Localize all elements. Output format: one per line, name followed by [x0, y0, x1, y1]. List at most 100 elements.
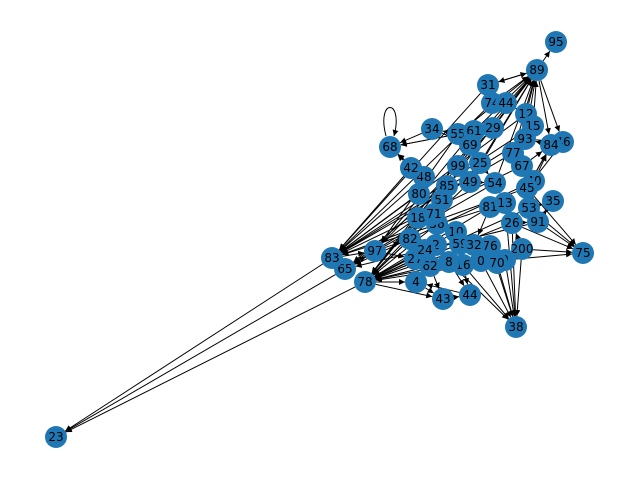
node-label: 76 [482, 239, 497, 253]
graph-node: 91 [527, 211, 549, 233]
node-label: 43 [435, 292, 450, 306]
node-label: 53 [521, 201, 536, 215]
node-circle [379, 136, 401, 158]
node-label: 31 [480, 78, 495, 92]
graph-edge [339, 183, 417, 252]
node-label: 18 [410, 211, 425, 225]
node-circle [482, 117, 504, 139]
node-label: 62 [422, 259, 437, 273]
graph-edge [442, 129, 450, 136]
node-circle [511, 238, 533, 260]
node-circle [463, 234, 485, 256]
node-circle [495, 92, 517, 114]
node-circle [486, 252, 508, 274]
graph-node: 42 [400, 157, 422, 179]
graph-edge [477, 216, 487, 236]
graph-edge [469, 273, 510, 319]
graph-edge [372, 246, 403, 275]
self-loop-edge [383, 107, 399, 137]
graph-edge [463, 149, 470, 157]
graph-edge [385, 241, 400, 248]
graph-edge [340, 131, 525, 253]
node-label: 83 [324, 251, 339, 265]
node-label: 80 [411, 187, 426, 201]
graph-edge [535, 139, 543, 146]
node-label: 24 [417, 243, 432, 257]
node-label: 200 [511, 242, 534, 256]
graph-edge [506, 270, 517, 317]
node-circle [527, 211, 549, 233]
graph-edge [354, 256, 366, 264]
node-circle [572, 242, 594, 264]
graph-edge [543, 206, 551, 214]
graph-node: 32 [463, 234, 485, 256]
graph-node: 43 [432, 288, 454, 310]
node-circle [494, 192, 516, 214]
node-label: 55 [450, 127, 465, 141]
graph-edge [385, 252, 405, 259]
graph-node: 49 [459, 171, 481, 193]
graph-edge [452, 294, 460, 301]
node-circle [511, 155, 533, 177]
graph-edge [65, 286, 356, 433]
node-label: 68 [382, 140, 397, 154]
node-circle [364, 240, 386, 262]
node-circle [459, 171, 481, 193]
node-label: 97 [367, 244, 382, 258]
graph-node: 71 [423, 203, 445, 225]
graph-edge [530, 151, 543, 160]
graph-node: 45 [516, 177, 538, 199]
node-circle [469, 152, 491, 174]
node-label: 84 [543, 138, 558, 152]
graph-node: 23 [45, 426, 67, 448]
graph-edge [65, 274, 336, 432]
node-circle [516, 177, 538, 199]
graph-node: 200 [511, 238, 534, 260]
node-label: 23 [48, 430, 63, 444]
node-label: 26 [504, 216, 519, 230]
graph-edge [433, 276, 440, 289]
node-circle [542, 190, 564, 212]
graph-node: 75 [572, 242, 594, 264]
node-label: 35 [545, 194, 560, 208]
node-circle [501, 212, 523, 234]
graph-node: 84 [540, 134, 562, 156]
graph-node: 95 [545, 31, 567, 53]
graph-node: 68 [379, 136, 401, 158]
graph-edge [532, 248, 573, 255]
node-circle [540, 134, 562, 156]
node-label: 81 [482, 200, 497, 214]
graph-node: 24 [414, 239, 436, 261]
node-circle [545, 31, 567, 53]
node-label: 93 [517, 132, 532, 146]
graph-edge [482, 167, 489, 175]
graph-node: 99 [447, 155, 469, 177]
node-label: 99 [450, 159, 465, 173]
graph-node: 97 [364, 240, 386, 262]
node-label: 49 [462, 175, 477, 189]
node-circle [432, 288, 454, 310]
node-circle [438, 251, 460, 273]
graph-edge [463, 275, 470, 285]
graph-edge [542, 50, 551, 62]
node-circle [477, 74, 499, 96]
node-label: 91 [530, 215, 545, 229]
node-label: 45 [519, 181, 534, 195]
node-label: 65 [337, 262, 352, 276]
node-circle [421, 118, 443, 140]
graph-node: 25 [469, 152, 491, 174]
graph-node: 8 [438, 251, 460, 273]
node-label: 51 [434, 193, 449, 207]
graph-node: 31 [477, 74, 499, 96]
node-label: 13 [497, 196, 512, 210]
node-label: 29 [485, 121, 500, 135]
graph-node: 78 [354, 271, 376, 293]
graph-node: 34 [421, 118, 443, 140]
node-label: 4 [412, 275, 420, 289]
node-label: 38 [508, 320, 523, 334]
graph-edge [338, 175, 405, 251]
graph-edge [515, 233, 521, 240]
graph-edge [342, 250, 365, 257]
graph-node: 83 [321, 247, 343, 269]
node-label: 70 [489, 256, 504, 270]
